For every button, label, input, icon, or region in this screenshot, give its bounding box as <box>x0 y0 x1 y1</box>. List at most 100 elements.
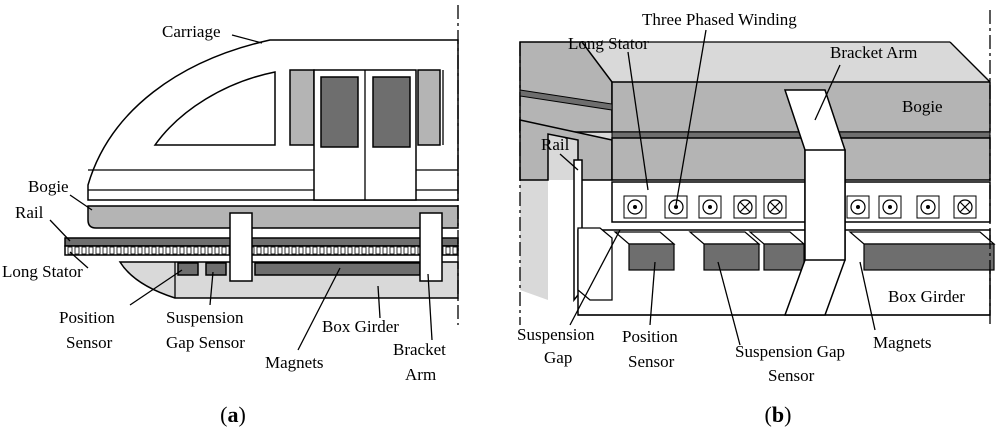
stator-tooth <box>179 246 185 255</box>
stator-tooth <box>452 246 458 255</box>
winding-cross-icon <box>733 195 757 219</box>
stator-tooth <box>354 246 360 255</box>
stator-tooth <box>382 246 388 255</box>
stator-tooth <box>172 246 178 255</box>
stator-tooth <box>333 246 339 255</box>
stator-tooth <box>270 246 276 255</box>
label-bogie-a: Bogie <box>28 177 69 196</box>
winding-cross-icon <box>763 195 787 219</box>
caption-a: (a) <box>220 402 246 427</box>
label-bogie-b: Bogie <box>902 97 943 116</box>
label-bracket-arm-a-2: Arm <box>405 365 436 384</box>
winding-dot-icon <box>623 195 647 219</box>
winding-dot-icon <box>878 195 902 219</box>
stator-tooth <box>445 246 451 255</box>
stator-tooth <box>158 246 164 255</box>
label-long-stator-b: Long Stator <box>568 34 649 53</box>
winding-dot-icon <box>664 195 688 219</box>
rail-a <box>64 237 459 247</box>
bracket-arm-a-1 <box>229 212 253 282</box>
stator-tooth <box>144 246 150 255</box>
label-suspension-gap-2: Gap <box>544 348 572 367</box>
label-position-sensor-b-1: Position <box>622 327 678 346</box>
long-stator-a <box>64 245 459 256</box>
bracket-arm-a-2 <box>419 212 443 282</box>
stator-tooth <box>361 246 367 255</box>
stator-tooth <box>403 246 409 255</box>
stator-tooth <box>375 246 381 255</box>
winding-dot-icon <box>698 195 722 219</box>
magnet-block <box>848 231 996 271</box>
stator-tooth <box>291 246 297 255</box>
stator-tooth <box>340 246 346 255</box>
stator-tooth <box>214 246 220 255</box>
position-sensor-a <box>177 262 199 276</box>
label-three-phased-winding: Three Phased Winding <box>642 10 797 29</box>
label-bracket-arm-b: Bracket Arm <box>830 43 917 62</box>
stator-tooth <box>74 246 80 255</box>
stator-tooth <box>256 246 262 255</box>
stator-tooth <box>305 246 311 255</box>
stator-tooth <box>193 246 199 255</box>
label-gap-sensor-b-1: Suspension Gap <box>735 342 845 361</box>
gap-sensor-a <box>205 262 227 276</box>
label-bracket-arm-a-1: Bracket <box>393 340 446 359</box>
stator-tooth <box>347 246 353 255</box>
label-suspension-gap-1: Suspension <box>517 325 595 344</box>
label-rail-b: Rail <box>541 135 570 154</box>
stator-tooth <box>102 246 108 255</box>
magnet-block <box>613 231 676 271</box>
stator-tooth <box>298 246 304 255</box>
door-window-right <box>372 76 411 148</box>
stator-tooth <box>137 246 143 255</box>
stator-tooth <box>207 246 213 255</box>
stator-tooth <box>368 246 374 255</box>
stator-tooth <box>410 246 416 255</box>
stator-tooth <box>81 246 87 255</box>
label-rail-a: Rail <box>15 203 44 222</box>
suspension-gap-channel <box>577 227 613 301</box>
stator-tooth <box>284 246 290 255</box>
label-position-sensor-a-2: Sensor <box>66 333 113 352</box>
stator-tooth <box>221 246 227 255</box>
winding-cross-icon <box>953 195 977 219</box>
stator-tooth <box>165 246 171 255</box>
stator-tooth <box>116 246 122 255</box>
bogie-a <box>87 205 459 229</box>
winding-dot-icon <box>916 195 940 219</box>
stator-tooth <box>186 246 192 255</box>
label-long-stator-a: Long Stator <box>2 262 83 281</box>
door-window-left <box>320 76 359 148</box>
stator-tooth <box>319 246 325 255</box>
magnet-block <box>688 231 761 271</box>
carriage-panel-2 <box>417 69 441 146</box>
stator-tooth <box>200 246 206 255</box>
panel-a: Carriage Bogie Rail Long Stator Position… <box>2 5 459 427</box>
label-magnets-a: Magnets <box>265 353 324 372</box>
stator-tooth <box>263 246 269 255</box>
stator-tooth <box>88 246 94 255</box>
stator-tooth <box>277 246 283 255</box>
label-box-girder-a: Box Girder <box>322 317 399 336</box>
label-gap-sensor-a-1: Suspension <box>166 308 244 327</box>
stator-tooth <box>130 246 136 255</box>
label-carriage: Carriage <box>162 22 221 41</box>
label-gap-sensor-b-2: Sensor <box>768 366 815 385</box>
caption-b: (b) <box>765 402 792 427</box>
label-magnets-b: Magnets <box>873 333 932 352</box>
stator-tooth <box>109 246 115 255</box>
stator-tooth <box>396 246 402 255</box>
winding-dot-icon <box>846 195 870 219</box>
carriage-panel-1 <box>289 69 315 146</box>
stator-tooth <box>67 246 73 255</box>
stator-tooth <box>151 246 157 255</box>
carriage-window-nose <box>153 71 276 146</box>
label-box-girder-b: Box Girder <box>888 287 965 306</box>
stator-tooth <box>389 246 395 255</box>
magnet-block <box>748 231 806 271</box>
stator-tooth <box>123 246 129 255</box>
stator-tooth <box>326 246 332 255</box>
label-gap-sensor-a-2: Gap Sensor <box>166 333 245 352</box>
